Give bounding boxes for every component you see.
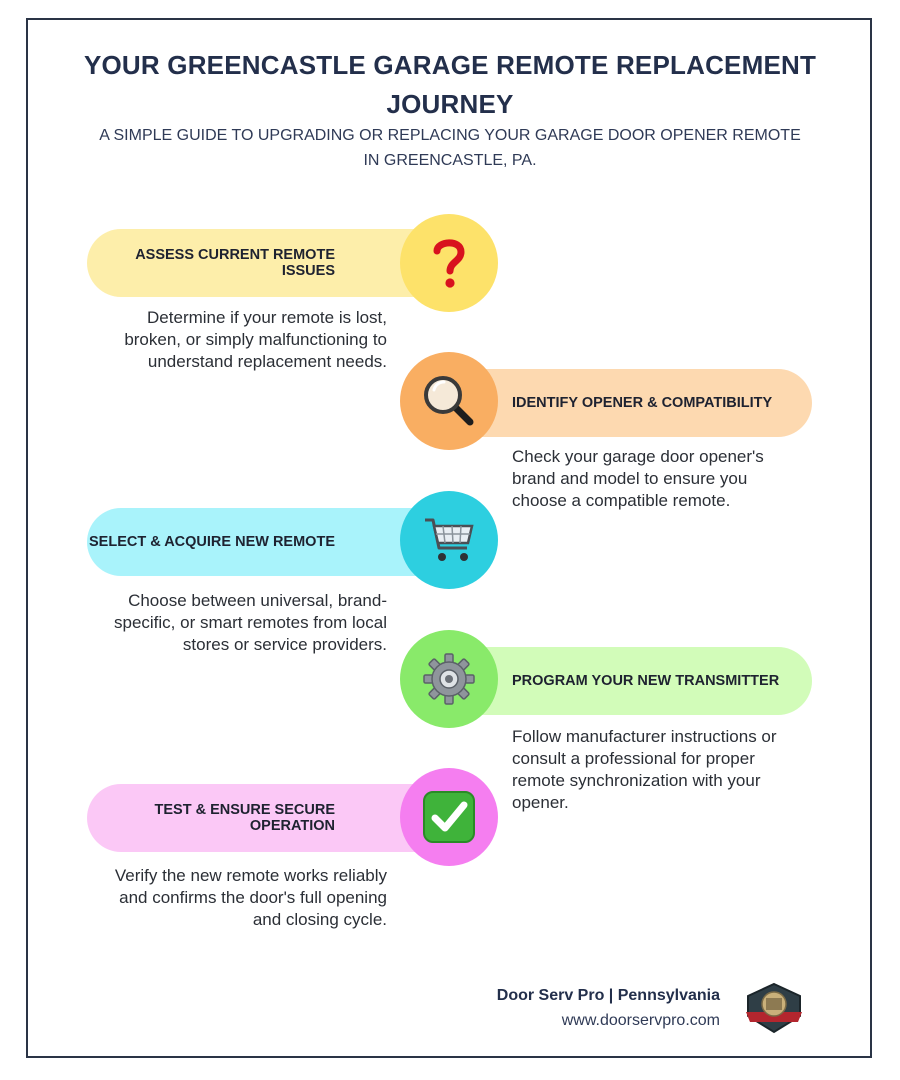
step-1-icon-circle <box>400 214 498 312</box>
step-1-title: Assess Current Remote Issues <box>135 247 335 279</box>
step-3-banner: Select & Acquire New Remote <box>87 508 447 576</box>
step-5-icon-circle <box>400 768 498 866</box>
check-mark-icon <box>423 791 475 843</box>
step-4-description: Follow manufacturer instructions or cons… <box>512 727 777 812</box>
step-5-description: Verify the new remote works reliably and… <box>114 866 387 929</box>
footer-url[interactable]: www.doorservpro.com <box>561 1012 720 1029</box>
page-title: YOUR GREENCASTLE GARAGE REMOTE REPLACEME… <box>83 50 817 119</box>
step-5-banner: Test & Ensure Secure Operation <box>87 784 447 852</box>
shopping-cart-icon <box>425 518 474 561</box>
footer-brand: Door Serv Pro | Pennsylvania <box>496 987 720 1004</box>
step-5-title: Test & Ensure Secure Operation <box>154 802 335 834</box>
step-4-title: Program Your New Transmitter <box>512 673 780 689</box>
step-1-banner: Assess Current Remote Issues <box>87 229 447 297</box>
step-3-icon-circle <box>400 491 498 589</box>
step-4-banner: Program Your New Transmitter <box>449 647 812 715</box>
step-2-description: Check your garage door opener's brand an… <box>512 447 764 510</box>
step-2-banner: Identify Opener & Compatibility <box>449 369 812 437</box>
step-2-icon-circle <box>400 352 498 450</box>
magnifying-glass-icon <box>424 376 474 426</box>
step-2-title: Identify Opener & Compatibility <box>512 395 773 411</box>
step-3-title: Select & Acquire New Remote <box>89 534 335 550</box>
page-subtitle: A simple guide to upgrading or replacing… <box>99 127 801 169</box>
step-1-description: Determine if your remote is lost, broken… <box>124 308 387 371</box>
step-4-icon-circle <box>400 630 498 728</box>
question-mark-icon <box>433 239 465 288</box>
gear-icon <box>423 653 475 705</box>
step-3-description: Choose between universal, brand-specific… <box>113 591 387 654</box>
company-logo <box>746 982 802 1034</box>
